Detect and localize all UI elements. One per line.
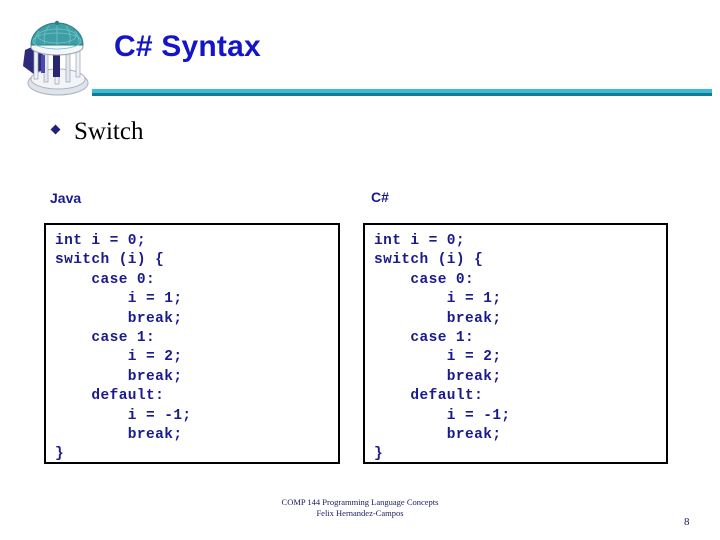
slide-footer: COMP 144 Programming Language Concepts F…: [0, 497, 720, 519]
page-title: C# Syntax: [114, 30, 261, 63]
code-text-java: int i = 0; switch (i) { case 0: i = 1; b…: [55, 233, 192, 463]
column-label-csharp: C#: [371, 189, 389, 205]
code-text-csharp: int i = 0; switch (i) { case 0: i = 1; b…: [374, 233, 511, 463]
slide-header: C# Syntax: [0, 0, 720, 102]
code-block-java: int i = 0; switch (i) { case 0: i = 1; b…: [44, 223, 340, 464]
column-label-java: Java: [50, 190, 82, 206]
diamond-bullet-icon: [50, 124, 61, 135]
bullet-label: Switch: [74, 118, 144, 145]
title-divider: [92, 89, 712, 96]
bullet-item-switch: Switch: [50, 118, 144, 145]
old-well-logo: [11, 9, 101, 101]
footer-author-line: Felix Hernandez-Campos: [316, 508, 404, 518]
page-number: 8: [684, 516, 690, 528]
code-block-csharp: int i = 0; switch (i) { case 0: i = 1; b…: [363, 223, 668, 464]
footer-course-line: COMP 144 Programming Language Concepts: [281, 497, 439, 507]
